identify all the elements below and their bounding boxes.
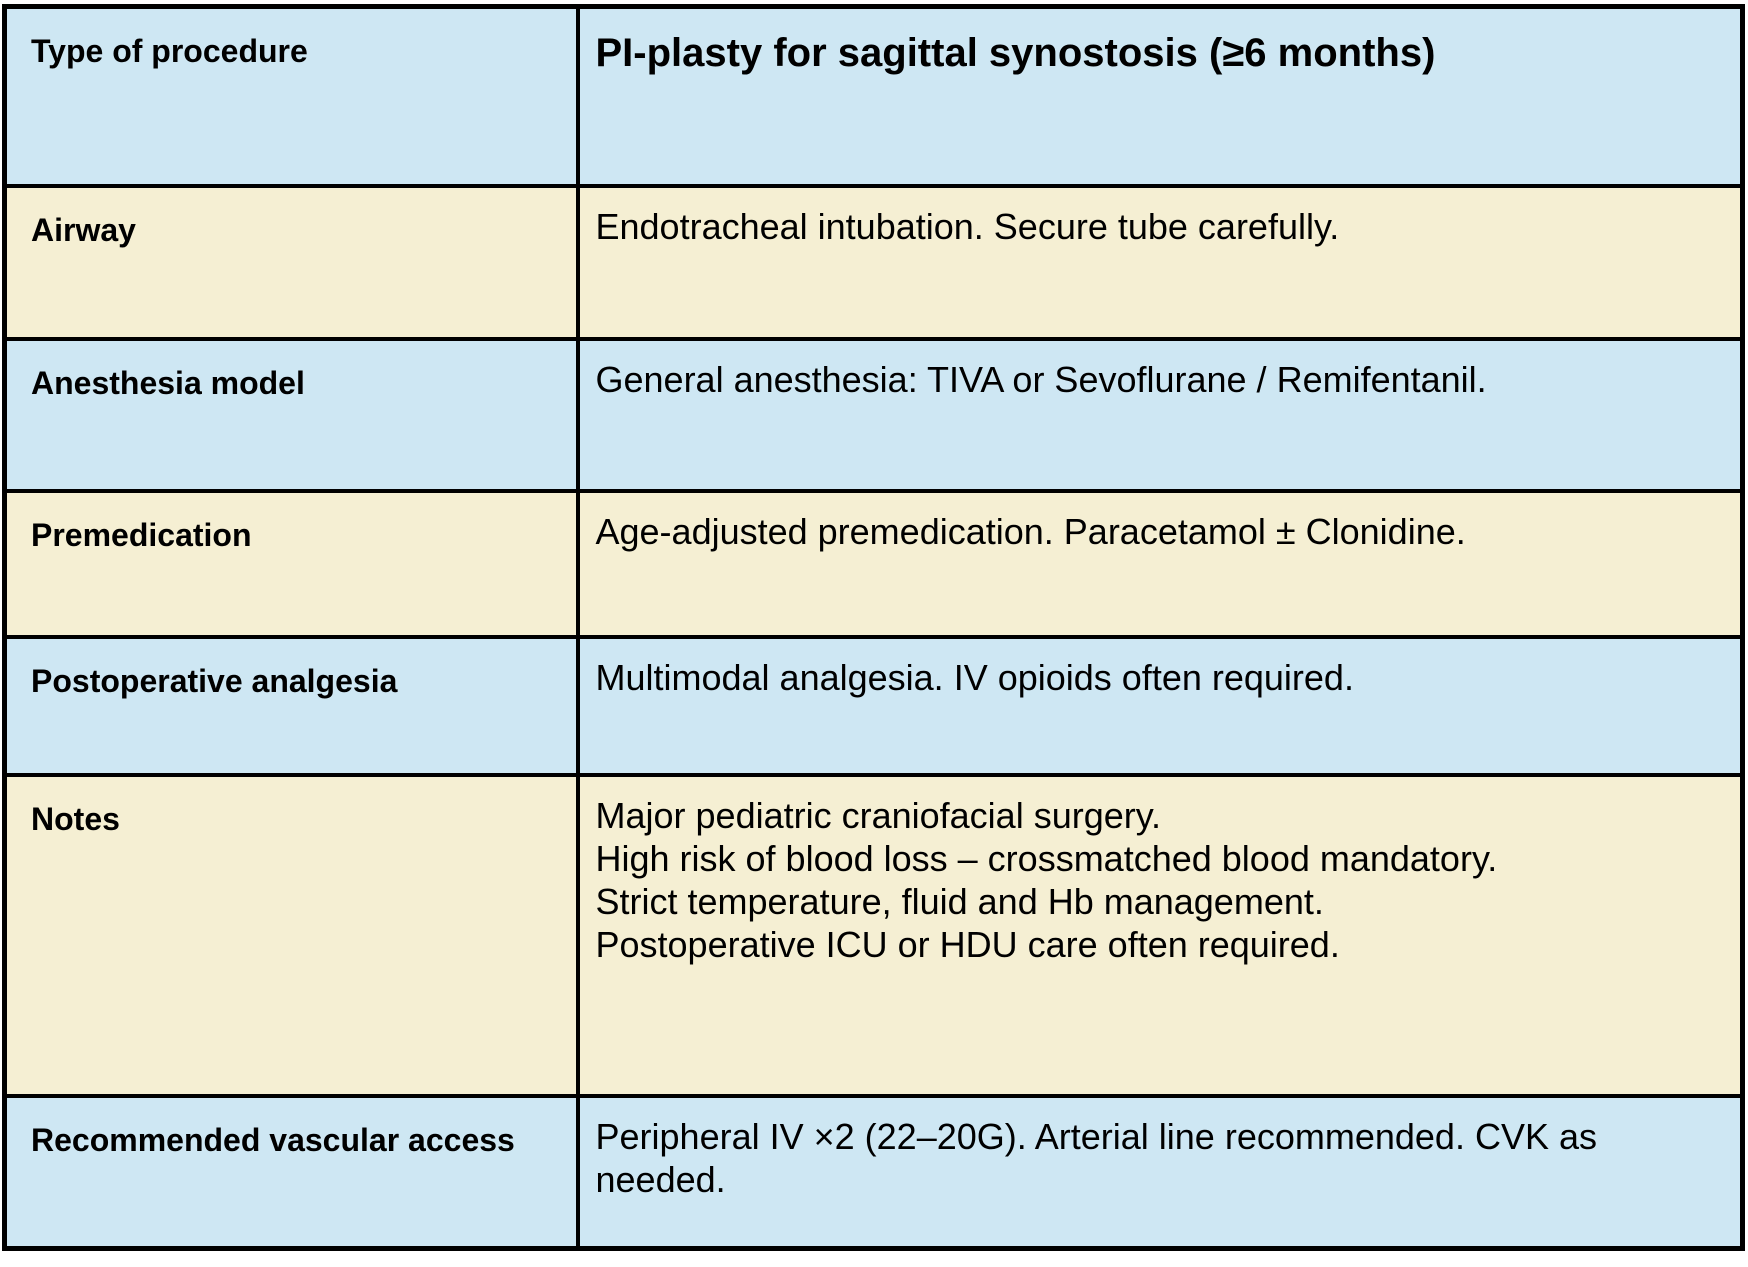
row-label-airway: Airway — [2, 183, 580, 341]
table-row: Type of procedure PI-plasty for sagittal… — [2, 4, 1745, 188]
row-label-premedication: Premedication — [2, 488, 580, 639]
notes-line: Postoperative ICU or HDU care often requ… — [595, 924, 1340, 966]
row-label-recommended-vascular-access: Recommended vascular access — [2, 1093, 580, 1251]
notes-line: High risk of blood loss – crossmatched b… — [595, 837, 1498, 879]
procedure-title: PI-plasty for sagittal synostosis (≥6 mo… — [575, 4, 1745, 188]
postoperative-analgesia-value: Multimodal analgesia. IV opioids often r… — [575, 634, 1745, 777]
notes-value: Major pediatric craniofacial surgery. Hi… — [575, 772, 1745, 1098]
anesthesia-model-value: General anesthesia: TIVA or Sevoflurane … — [575, 336, 1745, 493]
row-label-notes: Notes — [2, 772, 580, 1098]
notes-line: Major pediatric craniofacial surgery. — [595, 794, 1162, 836]
row-label-type-of-procedure: Type of procedure — [2, 4, 580, 188]
row-label-anesthesia-model: Anesthesia model — [2, 336, 580, 493]
table-row: Premedication Age-adjusted premedication… — [2, 488, 1745, 639]
vascular-access-value: Peripheral IV ×2 (22–20G). Arterial line… — [575, 1093, 1745, 1251]
anesthesia-procedure-table: Type of procedure PI-plasty for sagittal… — [2, 4, 1745, 1251]
notes-line: Strict temperature, fluid and Hb managem… — [595, 880, 1324, 922]
table-row: Anesthesia model General anesthesia: TIV… — [2, 336, 1745, 493]
premedication-value: Age-adjusted premedication. Paracetamol … — [575, 488, 1745, 639]
table-row: Airway Endotracheal intubation. Secure t… — [2, 183, 1745, 341]
row-label-postoperative-analgesia: Postoperative analgesia — [2, 634, 580, 777]
table-row: Notes Major pediatric craniofacial surge… — [2, 772, 1745, 1098]
table-row: Recommended vascular access Peripheral I… — [2, 1093, 1745, 1251]
airway-value: Endotracheal intubation. Secure tube car… — [575, 183, 1745, 341]
table-row: Postoperative analgesia Multimodal analg… — [2, 634, 1745, 777]
